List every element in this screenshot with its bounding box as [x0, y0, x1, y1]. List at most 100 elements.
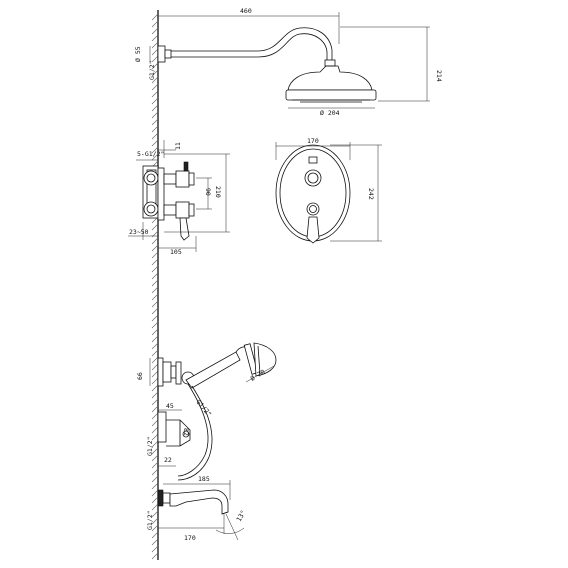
hatch-line [151, 335, 159, 343]
hatch-line [151, 405, 159, 413]
dim-plate-height-label: 242 [367, 188, 375, 200]
dim-outlet-thread-label: G1/2" [146, 436, 154, 456]
hatch-line [151, 552, 159, 560]
hatch-line [151, 279, 159, 287]
hatch-line [151, 384, 159, 392]
dim-arm-height: 214 [340, 26, 443, 102]
hatch-line [151, 517, 159, 525]
hatch-line [151, 321, 159, 329]
hatch-line [151, 83, 159, 91]
hand-shower-holder [157, 357, 195, 387]
hatch-line [151, 314, 159, 322]
hatch-line [151, 104, 159, 112]
hatch-line [151, 461, 159, 469]
hatch-line [151, 34, 159, 42]
hatch-line [151, 433, 159, 441]
dim-showerhead-diameter-label: Ø 204 [320, 109, 340, 117]
hatch-line [151, 223, 159, 231]
hatch-line [151, 41, 159, 49]
hatch-line [151, 363, 159, 371]
hatch-line [151, 426, 159, 434]
hatch-line [151, 370, 159, 378]
hatch-line [151, 48, 159, 56]
dim-outlet-bottom-label: 22 [164, 456, 172, 464]
wall-hatching [151, 13, 159, 560]
hatch-line [151, 265, 159, 273]
dim-arm-height-label: 214 [435, 70, 443, 82]
hatch-line [151, 132, 159, 140]
hatch-line [151, 377, 159, 385]
dim-wall-flange: Ø 55 G1/2" [134, 46, 156, 80]
hatch-line [151, 146, 159, 154]
dim-showerhead-diameter: Ø 204 [288, 107, 375, 117]
hatch-line [151, 153, 159, 161]
hatch-line [151, 293, 159, 301]
mixer-front-plate [275, 144, 351, 244]
dim-wall-flange-label: Ø 55 [134, 46, 142, 62]
hatch-line [151, 251, 159, 259]
dim-plate-width-label: 170 [307, 137, 319, 145]
wall [151, 10, 159, 560]
hatch-line [151, 503, 159, 511]
hatch-line [151, 356, 159, 364]
hatch-line [151, 307, 159, 315]
hatch-line [151, 97, 159, 105]
dim-handle-spacing-label: 90 [204, 188, 212, 196]
hatch-line [151, 300, 159, 308]
hatch-line [151, 440, 159, 448]
dim-mixer-recess-label: 23~50 [129, 228, 149, 236]
hatch-line [151, 286, 159, 294]
hatch-line [151, 62, 159, 70]
dim-holder-height-label: 66 [136, 372, 144, 380]
hatch-line [151, 454, 159, 462]
hatch-line [151, 111, 159, 119]
hatch-line [151, 55, 159, 63]
dim-arm-length: 460 [158, 7, 340, 44]
hatch-line [151, 244, 159, 252]
hatch-line [151, 27, 159, 35]
hatch-line [151, 76, 159, 84]
hatch-line [151, 545, 159, 553]
hatch-line [151, 20, 159, 28]
dim-arm-length-label: 460 [240, 7, 252, 15]
hatch-line [151, 118, 159, 126]
hatch-line [151, 237, 159, 245]
hatch-line [151, 272, 159, 280]
dim-spout-angle-label: 13° [235, 509, 248, 523]
hose [177, 383, 213, 481]
bath-spout [157, 489, 229, 515]
hatch-line [151, 349, 159, 357]
dim-mixer-projection-label: 105 [170, 248, 182, 256]
dim-mixer-height-label: 210 [214, 186, 222, 198]
dim-arm-thread-label: G1/2" [148, 60, 156, 80]
dim-spout-length-bottom-label: 170 [184, 534, 196, 542]
shower-head [285, 65, 377, 103]
hatch-line [151, 328, 159, 336]
dim-spout-thread-label: G1/2" [146, 510, 154, 530]
dim-outlet-height-label: 82 [182, 428, 190, 436]
hatch-line [151, 468, 159, 476]
hatch-line [151, 139, 159, 147]
hatch-line [151, 412, 159, 420]
shower-arm [157, 27, 336, 67]
dim-spout-length-top-label: 185 [198, 475, 210, 483]
hatch-line [151, 13, 159, 21]
hatch-line [151, 342, 159, 350]
dim-mixer: 11 5-G1/2" 90 210 23~50 105 [128, 140, 230, 256]
hatch-line [151, 489, 159, 497]
hatch-line [151, 258, 159, 266]
mixer-side-view [142, 161, 195, 241]
hatch-line [151, 125, 159, 133]
hatch-line [151, 510, 159, 518]
hatch-line [151, 69, 159, 77]
dim-outlet-offset-label: 45 [166, 402, 174, 410]
hatch-line [151, 482, 159, 490]
hatch-line [151, 90, 159, 98]
dim-mixer-thread-label: 5-G1/2" [137, 150, 164, 158]
hatch-line [151, 524, 159, 532]
hatch-line [151, 398, 159, 406]
dim-outlet: 45 82 G1/2" 22 [146, 402, 190, 467]
hatch-line [151, 475, 159, 483]
dim-mixer-depth-small-label: 11 [174, 142, 182, 150]
